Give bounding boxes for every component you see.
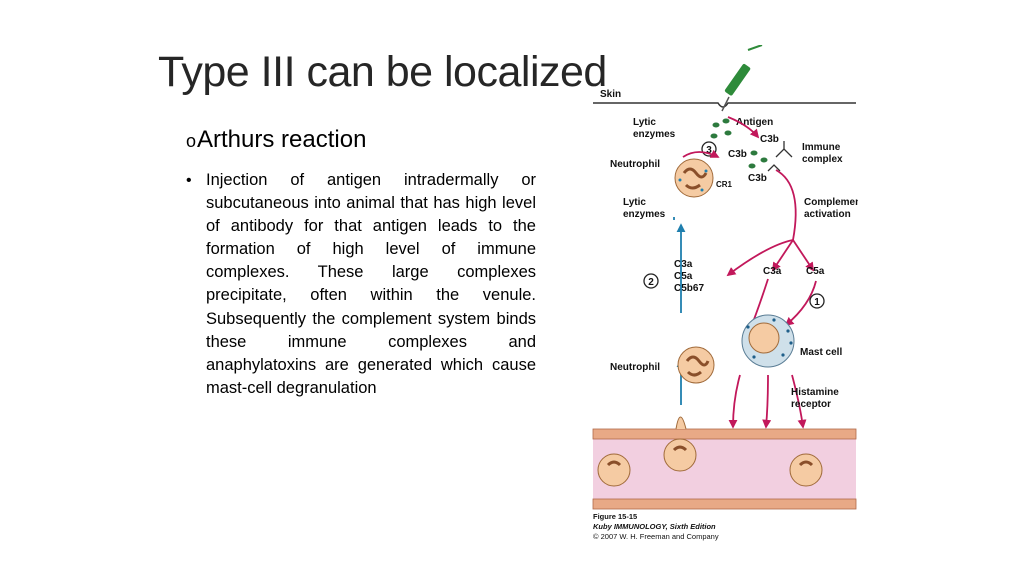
syringe-icon <box>721 45 763 112</box>
skin-line <box>593 102 856 108</box>
label-skin: Skin <box>600 89 621 100</box>
step-1-marker <box>809 293 825 309</box>
caption-book: Kuby IMMUNOLOGY, Sixth Edition <box>593 522 716 531</box>
label-neutrophil-top: Neutrophil <box>610 159 660 170</box>
label-step-2: 2 <box>648 277 654 288</box>
antibody-icon <box>767 141 793 172</box>
subheading: oArthurs reaction <box>186 126 366 154</box>
antigen-particles <box>710 118 768 169</box>
neutrophil-pathway-arrows <box>673 217 686 405</box>
caption-figure-number: Figure 15-15 <box>593 512 637 521</box>
subheading-text: Arthurs reaction <box>197 126 367 153</box>
bullet-text: Injection of antigen intradermally or su… <box>206 171 536 397</box>
blood-vessel <box>592 416 857 510</box>
label-complement-activation: Complement activation <box>804 197 858 220</box>
label-c3b-2: C3b <box>728 149 747 160</box>
label-antigen: Antigen <box>736 117 773 128</box>
label-lytic-enzymes-top: Lytic enzymes <box>633 117 676 140</box>
label-neutrophil-bottom: Neutrophil <box>610 362 660 373</box>
label-mast-cell: Mast cell <box>800 347 842 358</box>
neutrophil-bottom-cell <box>677 346 715 384</box>
arthus-reaction-figure: Skin Antigen Lytic enzymes C3b C3b C3b <box>588 45 858 545</box>
label-c3a: C3a <box>763 266 782 277</box>
label-lytic-enzymes-mid: Lytic enzymes <box>623 197 666 220</box>
caption-copyright: © 2007 W. H. Freeman and Company <box>593 532 719 541</box>
label-step-3: 3 <box>706 145 712 156</box>
neutrophil-top-cell <box>674 158 714 198</box>
label-c3a-c5a-c5b67: C3a C5a C5b67 <box>674 259 704 294</box>
label-c3b-3: C3b <box>748 173 767 184</box>
bullet-item: Injection of antigen intradermally or su… <box>186 169 536 400</box>
figure-svg: Skin Antigen Lytic enzymes C3b C3b C3b <box>592 45 858 541</box>
mast-cell <box>741 314 795 368</box>
step-2-marker <box>643 273 659 289</box>
label-c3b-1: C3b <box>760 134 779 145</box>
slide-title: Type III can be localized <box>158 48 607 96</box>
label-cr1: CR1 <box>716 180 733 189</box>
label-histamine-receptor: Histamine receptor <box>791 387 842 410</box>
bullet-list: Injection of antigen intradermally or su… <box>186 169 536 400</box>
label-c5a: C5a <box>806 266 825 277</box>
subheading-marker: o <box>186 131 197 151</box>
label-immune-complex: Immune complex <box>802 142 843 165</box>
label-step-1: 1 <box>814 297 820 308</box>
